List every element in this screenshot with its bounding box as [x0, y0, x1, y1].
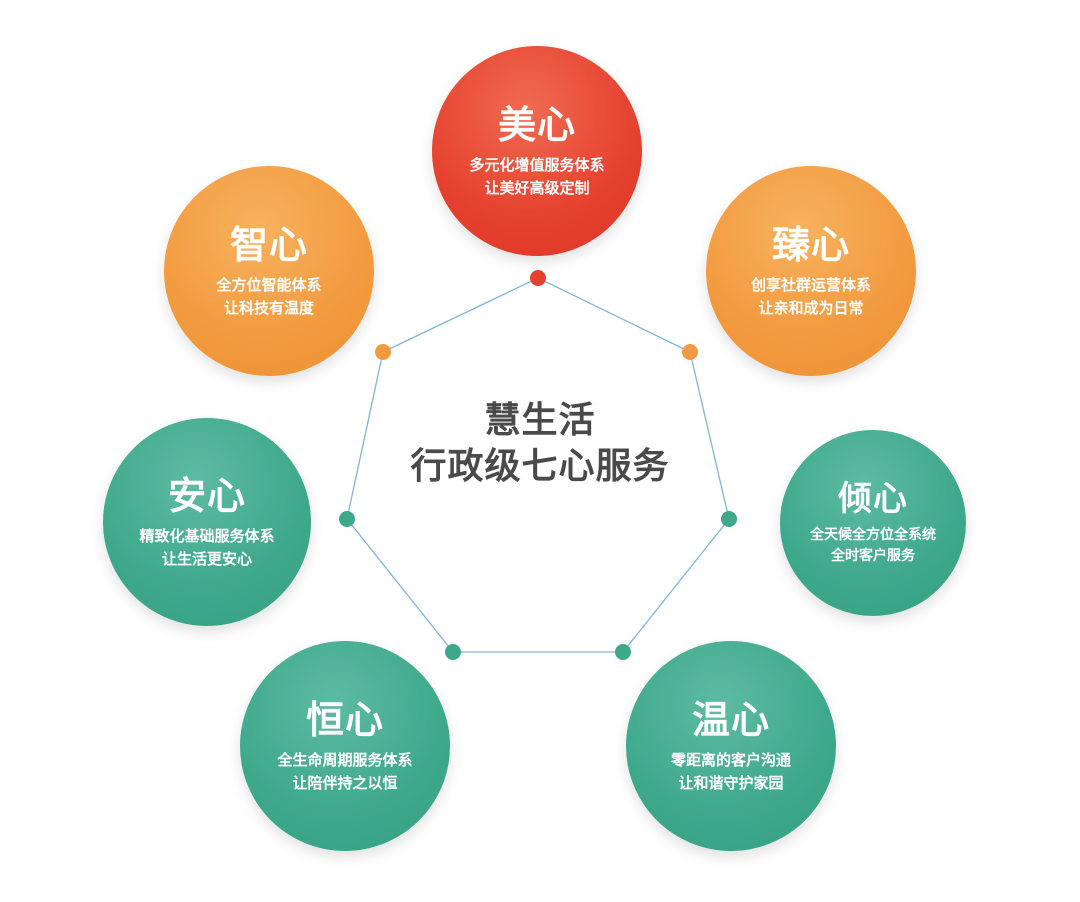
node-anxin-line1: 精致化基础服务体系	[139, 527, 275, 545]
node-hengxin-line1: 全生命周期服务体系	[277, 751, 413, 769]
vertex-dot-zhixin	[375, 344, 391, 360]
node-anxin: 安心 精致化基础服务体系 让生活更安心	[103, 418, 311, 626]
vertex-dot-wenxin	[615, 644, 631, 660]
node-hengxin-name: 恒心	[305, 698, 384, 742]
node-hengxin: 恒心 全生命周期服务体系 让陪伴持之以恒	[240, 641, 450, 851]
node-anxin-line2: 让生活更安心	[161, 550, 252, 568]
center-title-line1: 慧生活	[484, 400, 596, 441]
node-qingxin: 倾心 全天候全方位全系统 全时客户服务	[780, 430, 966, 616]
node-zhixin-name: 智心	[229, 223, 308, 267]
node-meixin-line2: 让美好高级定制	[484, 179, 590, 197]
node-hengxin-line2: 让陪伴持之以恒	[292, 774, 398, 792]
vertex-dot-qingxin	[721, 511, 737, 527]
node-wenxin-line1: 零距离的客户沟通	[670, 751, 791, 769]
node-qingxin-name: 倾心	[838, 479, 908, 519]
node-meixin-line1: 多元化增值服务体系	[469, 156, 605, 174]
heptagon-outline	[346, 277, 730, 653]
node-zhenxin-line2: 让亲和成为日常	[758, 299, 864, 317]
node-meixin: 美心 多元化增值服务体系 让美好高级定制	[432, 46, 642, 256]
vertex-dot-anxin	[339, 511, 355, 527]
center-title-line2: 行政级七心服务	[410, 446, 670, 487]
node-zhixin: 智心 全方位智能体系 让科技有温度	[164, 166, 374, 376]
node-meixin-name: 美心	[497, 103, 576, 147]
node-zhenxin: 臻心 创享社群运营体系 让亲和成为日常	[706, 166, 916, 376]
node-zhenxin-line1: 创享社群运营体系	[750, 276, 871, 294]
node-qingxin-line1: 全天候全方位全系统	[810, 527, 936, 543]
vertex-dot-zhenxin	[682, 344, 698, 360]
center-title: 慧生活 行政级七心服务	[340, 398, 740, 490]
vertex-dot-hengxin	[445, 644, 461, 660]
vertex-dot-meixin	[530, 270, 546, 286]
node-qingxin-line2: 全时客户服务	[831, 548, 915, 564]
node-zhixin-line2: 让科技有温度	[223, 299, 314, 317]
node-wenxin: 温心 零距离的客户沟通 让和谐守护家园	[626, 641, 836, 851]
node-anxin-name: 安心	[167, 474, 246, 518]
node-wenxin-line2: 让和谐守护家园	[678, 774, 784, 792]
node-zhenxin-name: 臻心	[771, 223, 850, 267]
node-zhixin-line1: 全方位智能体系	[216, 276, 322, 294]
node-wenxin-name: 温心	[691, 698, 770, 742]
